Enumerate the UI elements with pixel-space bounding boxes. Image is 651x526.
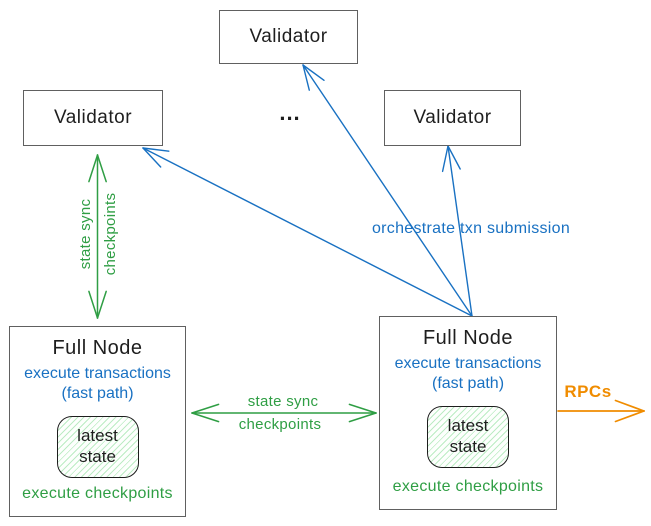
latest-state-line1: latest — [77, 426, 118, 446]
full-node-right-execute-transactions: execute transactions (fast path) — [395, 355, 542, 394]
orchestrate-txn-submission-label: orchestrate txn submission — [371, 220, 571, 237]
full-node-left-execute-checkpoints: execute checkpoints — [22, 485, 173, 502]
full-node-right: Full Node execute transactions (fast pat… — [379, 316, 557, 510]
state-sync-vertical-arrow — [88, 154, 107, 319]
execute-transactions-text: execute transactions — [394, 355, 542, 372]
state-sync-vertical-label-line1: state sync — [76, 198, 94, 270]
rpcs-label: RPCs — [564, 382, 612, 401]
full-node-right-latest-state: latest state — [427, 405, 509, 468]
execute-transactions-text: execute transactions — [24, 365, 171, 382]
latest-state-line2: state — [79, 446, 116, 466]
fast-path-text: (fast path) — [431, 374, 505, 392]
full-node-right-execute-checkpoints: execute checkpoints — [392, 478, 544, 495]
validator-left-node: Validator — [23, 90, 163, 146]
state-sync-horizontal-label-line1: state sync — [247, 392, 319, 410]
validator-top-node: Validator — [219, 10, 358, 64]
state-sync-horizontal-label-line2: checkpoints — [238, 415, 322, 433]
latest-state-line1: latest — [447, 416, 489, 436]
orchestrate-arrow-to-left-validator — [142, 147, 473, 317]
orchestrate-arrow-to-top-validator — [302, 64, 473, 317]
full-node-left-title: Full Node — [52, 337, 143, 359]
rpcs-arrow — [557, 399, 645, 423]
full-node-left-latest-state: latest state — [56, 415, 139, 478]
validator-left-label: Validator — [53, 107, 133, 128]
state-sync-vertical-label-line2: checkpoints — [101, 192, 119, 276]
orchestrate-arrow-to-right-validator — [441, 145, 473, 317]
fast-path-text: (fast path) — [61, 384, 134, 402]
validator-top-label: Validator — [249, 26, 328, 47]
more-validators-ellipsis: ... — [279, 100, 301, 125]
latest-state-line2: state — [449, 436, 487, 456]
validator-right-label: Validator — [413, 107, 492, 128]
full-node-left: Full Node execute transactions (fast pat… — [9, 326, 186, 517]
state-sync-horizontal-arrow — [191, 403, 377, 423]
full-node-right-title: Full Node — [422, 327, 514, 349]
full-node-left-execute-transactions: execute transactions (fast path) — [24, 365, 171, 404]
validator-right-node: Validator — [384, 90, 521, 146]
